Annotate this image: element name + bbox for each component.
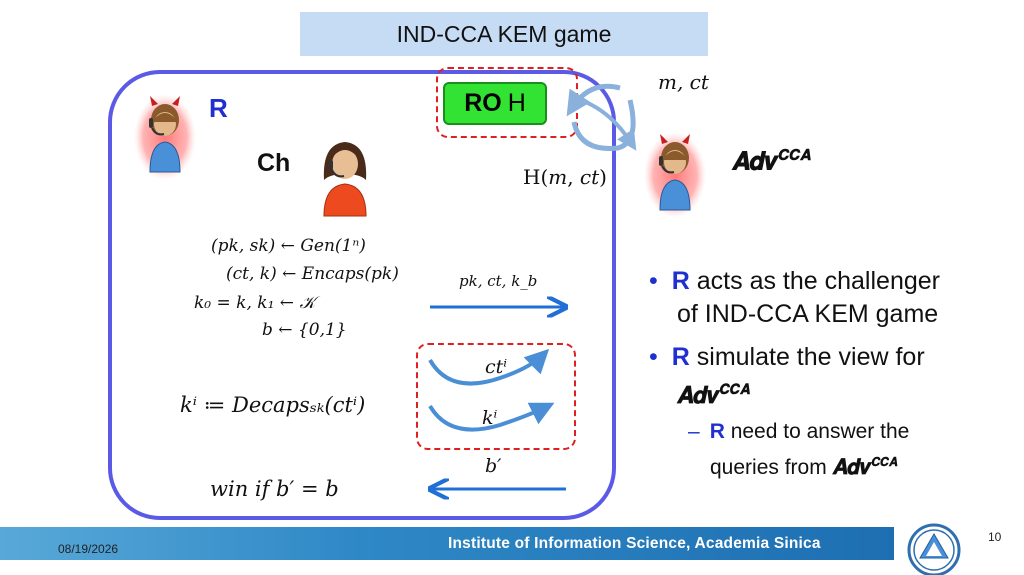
ro-h-label: H (507, 89, 526, 117)
slide-title: IND-CCA KEM game (300, 12, 708, 56)
academia-sinica-logo-icon (907, 523, 961, 575)
arrow-label-b-prime: 𝑏′ (485, 455, 502, 477)
challenger-label: Ch (257, 149, 291, 177)
sub-bullet: –R need to answer the queries from 𝑨𝒅𝒗𝑪𝑪… (688, 420, 910, 479)
ro-query-cycle-icon (566, 83, 637, 151)
reduction-box (108, 70, 616, 520)
devil-avatar-r-icon (134, 94, 196, 180)
protocol-line-encaps: (𝑐𝑡, 𝑘) ← 𝐸𝑛𝑐𝑎𝑝𝑠(𝑝𝑘) (226, 264, 399, 284)
footer: Institute of Information Science, Academ… (0, 527, 1024, 562)
ro-label: RO (464, 89, 502, 117)
bullet-2: •R simulate the view for 𝑨𝒅𝒗𝑪𝑪𝑨 (649, 343, 925, 410)
bullet-1: •R acts as the challenger of IND-CCA KEM… (649, 267, 940, 328)
reduction-label: R (209, 93, 228, 123)
footer-bar (0, 527, 894, 560)
random-oracle-box: RO H (443, 82, 547, 125)
institute-name: Institute of Information Science, Academ… (448, 535, 821, 552)
decaps-line: 𝑘ⁱ ≔ 𝐷𝑒𝑐𝑎𝑝𝑠ₛₖ(𝑐𝑡ⁱ) (180, 393, 366, 417)
win-condition: 𝑤𝑖𝑛 𝑖𝑓 𝑏′ = 𝑏 (210, 477, 339, 501)
protocol-line-gen: (𝑝𝑘, 𝑠𝑘) ← 𝐺𝑒𝑛(1ⁿ) (211, 236, 366, 256)
arrow-label-ct-i: 𝑐𝑡ⁱ (485, 356, 508, 378)
devil-avatar-adv-icon (644, 132, 706, 218)
page-number: 10 (988, 530, 1002, 544)
queries-dashed-box (416, 343, 576, 450)
arrow-label-k-i: 𝑘ⁱ (482, 407, 498, 429)
protocol-line-keys: 𝑘₀ = 𝑘, 𝑘₁ ← 𝒦 (194, 293, 316, 313)
arrow-ct-i (428, 348, 550, 386)
arrow-k-i (428, 402, 555, 432)
arrow-label-pk-ct-kb: 𝑝𝑘, 𝑐𝑡, 𝑘_𝑏 (459, 272, 538, 290)
slide-date: 08/19/2026 (58, 542, 119, 556)
adversary-label: 𝑨𝒅𝒗𝑪𝑪𝑨 (732, 146, 811, 176)
protocol-line-bit: 𝑏 ← {0,1} (262, 320, 347, 340)
h-query-label: H(𝑚, 𝑐𝑡) (523, 165, 607, 189)
challenger-avatar-icon (323, 142, 367, 217)
m-ct-label: 𝑚, 𝑐𝑡 (658, 70, 709, 94)
